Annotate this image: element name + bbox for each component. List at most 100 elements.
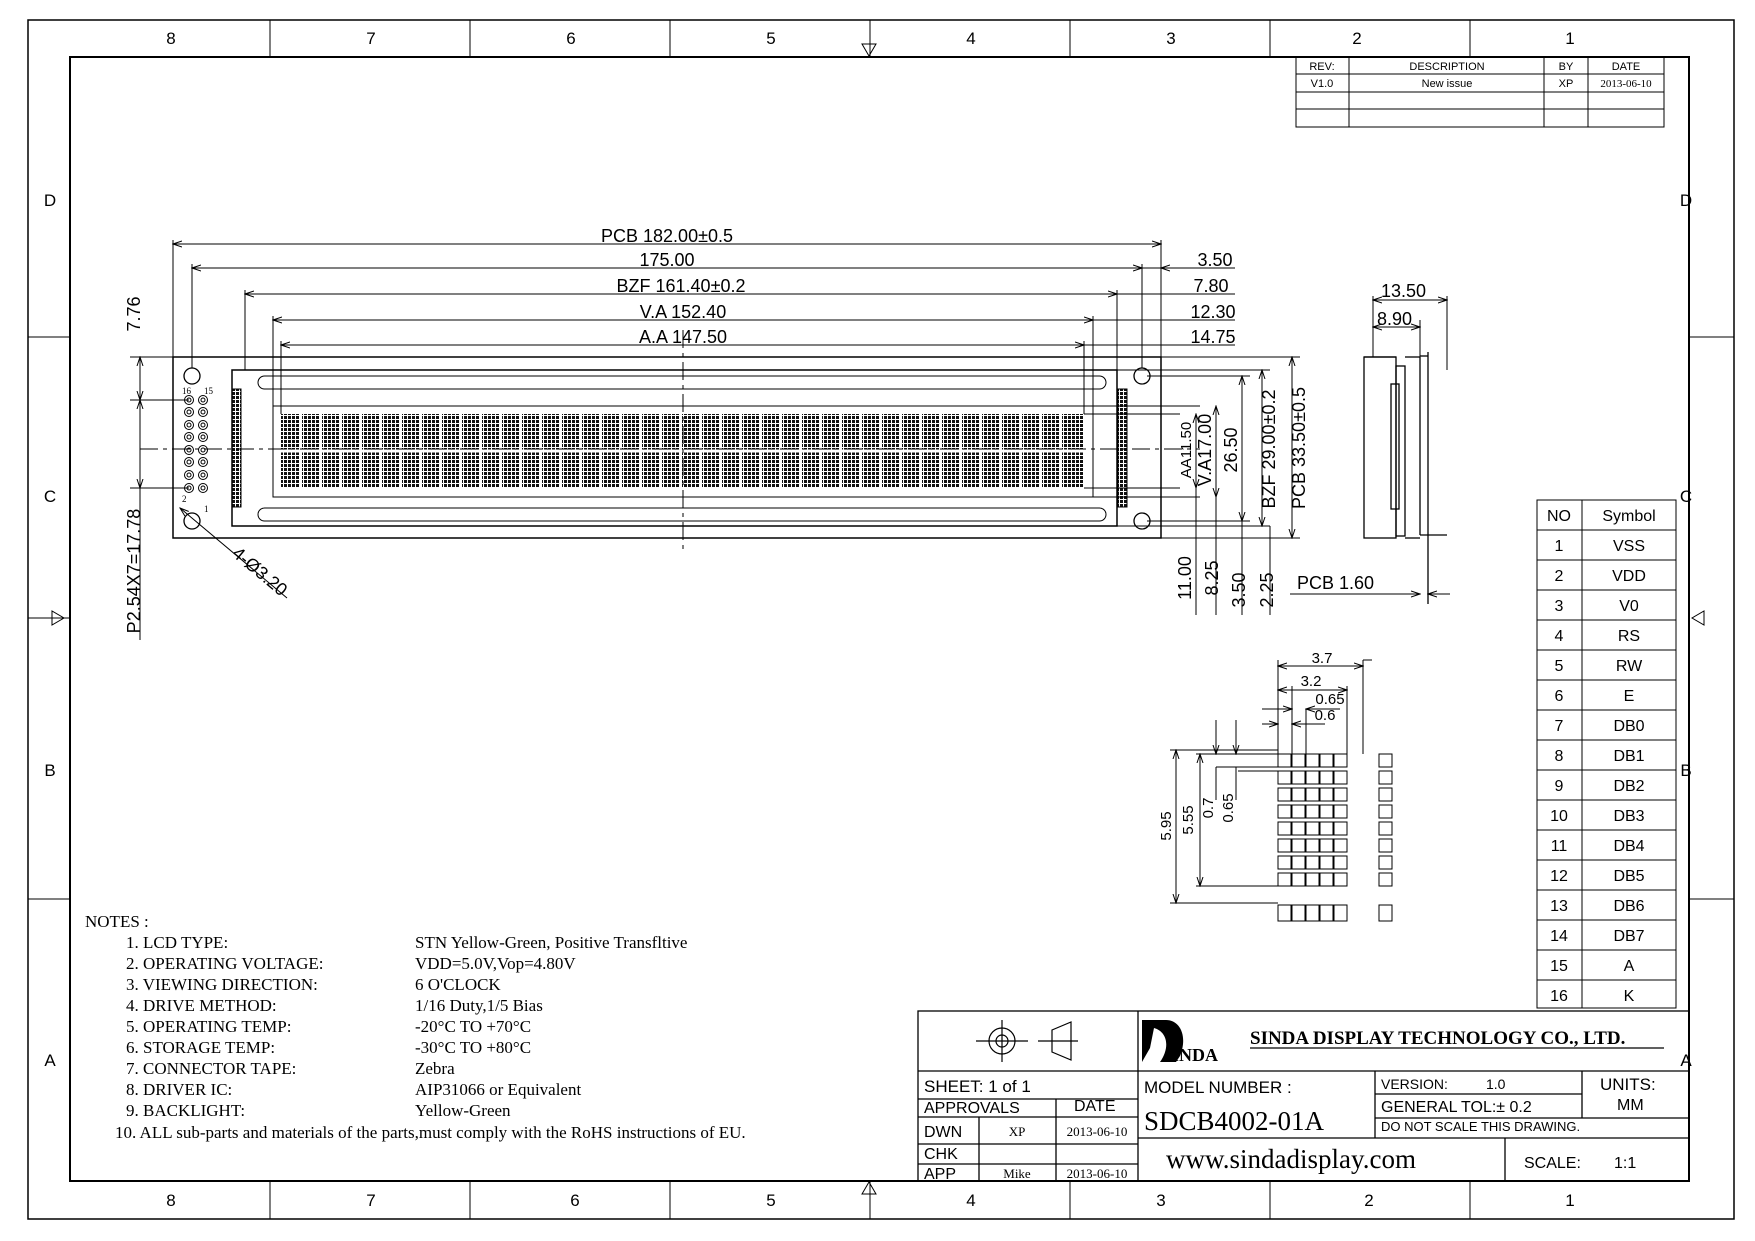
svg-text:A: A bbox=[1624, 958, 1635, 975]
svg-text:1: 1 bbox=[1565, 1191, 1574, 1210]
svg-text:3: 3 bbox=[1166, 29, 1175, 48]
svg-text:3: 3 bbox=[1156, 1191, 1165, 1210]
svg-text:13: 13 bbox=[1550, 898, 1568, 915]
svg-text:7: 7 bbox=[1555, 718, 1564, 735]
svg-text:DB0: DB0 bbox=[1613, 718, 1644, 735]
svg-text:15: 15 bbox=[1550, 958, 1568, 975]
svg-text:2: 2 bbox=[1555, 568, 1564, 585]
svg-text:K: K bbox=[1624, 988, 1635, 1005]
svg-text:1/16 Duty,1/5 Bias: 1/16 Duty,1/5 Bias bbox=[415, 996, 543, 1015]
dim-12-30: 12.30 bbox=[1190, 302, 1235, 322]
app-by: Mike bbox=[1003, 1166, 1031, 1181]
svg-text:DB7: DB7 bbox=[1613, 928, 1644, 945]
dim-7-80: 7.80 bbox=[1193, 276, 1228, 296]
viewing-area-height-label: V.A17.00 bbox=[1195, 414, 1215, 486]
rev-header: REV: bbox=[1309, 61, 1334, 73]
dot-detail bbox=[1170, 659, 1393, 922]
svg-text:2: 2 bbox=[1352, 29, 1361, 48]
svg-text:5. OPERATING TEMP:: 5. OPERATING TEMP: bbox=[126, 1017, 291, 1036]
svg-text:RW: RW bbox=[1616, 658, 1643, 675]
svg-text:D: D bbox=[1680, 191, 1692, 210]
front-dimension-lines bbox=[130, 240, 1300, 640]
sinda-logo-icon: INDA bbox=[1142, 1020, 1218, 1065]
svg-text:C: C bbox=[1680, 487, 1692, 506]
date-label: DATE bbox=[1074, 1098, 1115, 1115]
svg-text:8: 8 bbox=[166, 1191, 175, 1210]
svg-text:2: 2 bbox=[1364, 1191, 1373, 1210]
svg-text:VDD=5.0V,Vop=4.80V: VDD=5.0V,Vop=4.80V bbox=[415, 954, 576, 973]
version-label: VERSION: bbox=[1381, 1076, 1448, 1092]
dot-height-label: 0.65 bbox=[1220, 793, 1237, 822]
svg-text:6: 6 bbox=[566, 29, 575, 48]
pin-pitch-label: P2.54X7=17.78 bbox=[124, 509, 144, 634]
character-dot-grid bbox=[1277, 753, 1393, 922]
logo-text: INDA bbox=[1172, 1045, 1218, 1065]
svg-text:B: B bbox=[44, 761, 55, 780]
svg-text:DB2: DB2 bbox=[1613, 778, 1644, 795]
dwn-label: DWN bbox=[924, 1124, 962, 1141]
svg-text:5: 5 bbox=[766, 1191, 775, 1210]
units-value: MM bbox=[1617, 1097, 1644, 1114]
date-header: DATE bbox=[1612, 61, 1641, 73]
svg-text:10: 10 bbox=[1550, 808, 1568, 825]
viewing-area-width-label: V.A 152.40 bbox=[640, 302, 726, 322]
svg-text:VDD: VDD bbox=[1612, 568, 1646, 585]
drawing-frame bbox=[27, 19, 1735, 1220]
svg-text:4. DRIVE METHOD:: 4. DRIVE METHOD: bbox=[126, 996, 277, 1015]
svg-text:14: 14 bbox=[1550, 928, 1568, 945]
svg-text:-30°C TO +80°C: -30°C TO +80°C bbox=[415, 1038, 531, 1057]
version-value: 1.0 bbox=[1486, 1076, 1506, 1092]
char-width-label: 3.7 bbox=[1312, 650, 1333, 667]
char-pitch-label: 3.2 bbox=[1301, 673, 1322, 690]
title-block: INDA SINDA DISPLAY TECHNOLOGY CO., LTD. … bbox=[917, 1010, 1690, 1183]
website: www.sindadisplay.com bbox=[1166, 1144, 1416, 1174]
svg-text:9: 9 bbox=[1555, 778, 1564, 795]
pcb-thickness-label: PCB 1.60 bbox=[1297, 573, 1374, 593]
projection-symbol-icon bbox=[976, 1020, 1078, 1062]
app-label: APP bbox=[924, 1166, 956, 1183]
svg-text:16: 16 bbox=[1550, 988, 1568, 1005]
dot-detail-text: 3.7 3.2 0.65 0.6 5.95 5.55 0.7 0.65 bbox=[1158, 650, 1345, 841]
svg-text:B: B bbox=[1680, 761, 1691, 780]
dim-3-50-bottom: 3.50 bbox=[1229, 572, 1249, 607]
frame-row-labels: D C B A D C B A bbox=[44, 191, 1692, 1070]
dim-14-75: 14.75 bbox=[1190, 327, 1235, 347]
svg-text:-20°C TO +70°C: -20°C TO +70°C bbox=[415, 1017, 531, 1036]
svg-text:10. ALL sub-parts and material: 10. ALL sub-parts and materials of the p… bbox=[115, 1123, 746, 1142]
scale-value: 1:1 bbox=[1614, 1155, 1636, 1172]
svg-text:6: 6 bbox=[570, 1191, 579, 1210]
lcd-side-view bbox=[1290, 296, 1450, 604]
svg-text:4: 4 bbox=[966, 29, 975, 48]
char-line-height-label: 5.55 bbox=[1180, 805, 1197, 834]
pin-label: 1 bbox=[204, 504, 209, 514]
zebra-connector-left bbox=[231, 388, 242, 508]
pin-no-header: NO bbox=[1547, 508, 1571, 525]
svg-text:DB5: DB5 bbox=[1613, 868, 1644, 885]
model-number-label: MODEL NUMBER : bbox=[1144, 1078, 1292, 1097]
notes: NOTES : 1. LCD TYPE:STN Yellow-Green, Po… bbox=[85, 912, 746, 1142]
chk-label: CHK bbox=[924, 1146, 958, 1163]
lcd-thickness-label: 8.90 bbox=[1377, 309, 1412, 329]
svg-text:9. BACKLIGHT:: 9. BACKLIGHT: bbox=[126, 1101, 245, 1120]
frame-column-labels: 8 7 6 5 4 3 2 1 8 7 6 5 4 3 2 1 bbox=[166, 29, 1574, 1210]
svg-text:8. DRIVER IC:: 8. DRIVER IC: bbox=[126, 1080, 232, 1099]
svg-text:3: 3 bbox=[1555, 598, 1564, 615]
svg-text:V0: V0 bbox=[1619, 598, 1639, 615]
active-area-width-label: A.A 147.50 bbox=[639, 327, 727, 347]
svg-text:7: 7 bbox=[366, 29, 375, 48]
svg-text:A: A bbox=[44, 1051, 56, 1070]
date-value: 2013-06-10 bbox=[1600, 78, 1652, 90]
hole-diameter-label: 4-Ø3.20 bbox=[229, 543, 292, 600]
front-dimension-text: PCB 182.00±0.5 175.00 BZF 161.40±0.2 V.A… bbox=[124, 226, 1309, 633]
pcb-height-label: PCB 33.50±0.5 bbox=[1289, 387, 1309, 509]
rev-value: V1.0 bbox=[1311, 78, 1334, 90]
revision-table: REV: DESCRIPTION BY DATE V1.0 New issue … bbox=[1295, 56, 1665, 128]
svg-text:Zebra: Zebra bbox=[415, 1059, 455, 1078]
hole-spacing-height-label: 26.50 bbox=[1221, 427, 1241, 472]
svg-text:3. VIEWING DIRECTION:: 3. VIEWING DIRECTION: bbox=[126, 975, 318, 994]
zebra-connector-right bbox=[1117, 388, 1128, 508]
dim-7-76: 7.76 bbox=[124, 296, 144, 331]
app-date: 2013-06-10 bbox=[1067, 1166, 1128, 1181]
svg-text:DB4: DB4 bbox=[1613, 838, 1644, 855]
svg-text:RS: RS bbox=[1618, 628, 1640, 645]
